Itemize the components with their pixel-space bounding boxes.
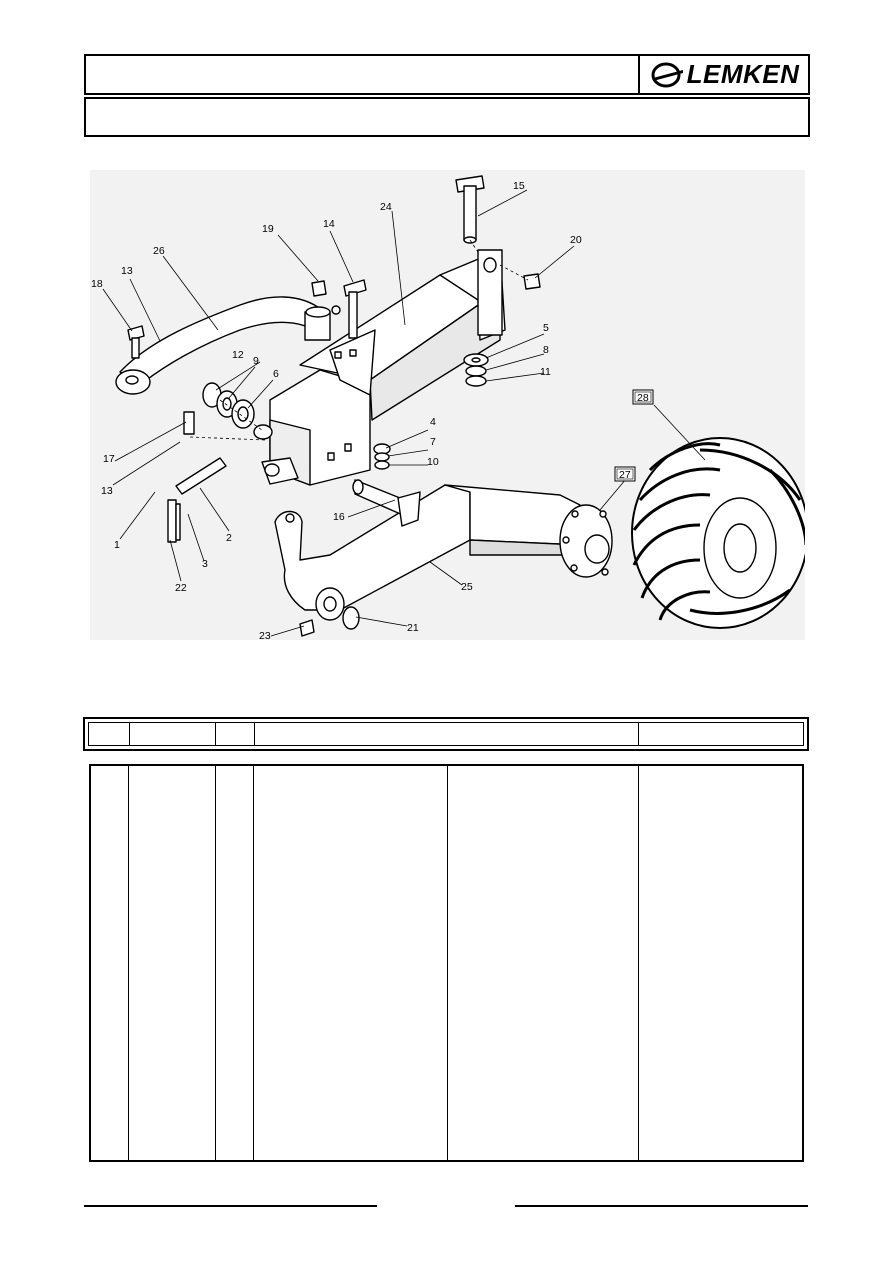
threaded-rod-2 [175, 457, 227, 495]
header-title-box [84, 54, 810, 95]
col-pos [91, 766, 129, 1160]
header-quantity [216, 723, 255, 745]
wheel-hub [559, 504, 613, 578]
svg-text:27: 27 [619, 469, 631, 481]
footer-line-right [515, 1205, 808, 1207]
callout-6: 6 [273, 368, 279, 380]
callout-1: 1 [114, 539, 120, 551]
col-description-2 [448, 766, 639, 1160]
boxed-callout-27: 27 [614, 466, 636, 482]
svg-text:28: 28 [637, 392, 649, 404]
col-part-number [129, 766, 216, 1160]
footer-line-left [84, 1205, 377, 1207]
callout-11: 11 [540, 366, 551, 378]
callout-9: 9 [253, 355, 259, 367]
main-frame-beam [299, 249, 506, 421]
callout-13: 13 [121, 265, 133, 277]
callout-26: 26 [153, 245, 165, 257]
col-description-1 [254, 766, 448, 1160]
callout-12: 12 [232, 349, 244, 361]
header-part-number [130, 723, 216, 745]
callout-18: 18 [91, 278, 103, 290]
parts-table-body [89, 764, 804, 1162]
callout-20: 20 [570, 234, 582, 246]
tyre-tread [632, 442, 805, 621]
callout-3: 3 [202, 558, 208, 570]
nut-19 [311, 280, 327, 297]
callout-5: 5 [543, 322, 549, 334]
col-remark [639, 766, 802, 1160]
callout-16: 16 [333, 511, 345, 523]
callout-25: 25 [461, 581, 473, 593]
callout-17: 17 [103, 453, 115, 465]
callout-14: 14 [323, 218, 335, 230]
tyre [631, 437, 805, 629]
callout-23: 23 [259, 630, 271, 640]
header-description [255, 723, 639, 745]
header-pos [89, 723, 130, 745]
callout-4: 4 [430, 416, 436, 428]
header-remark [639, 723, 803, 745]
callout-10: 10 [427, 456, 439, 468]
callout-15: 15 [513, 180, 525, 192]
callout-22: 22 [175, 582, 187, 594]
front-plate [253, 329, 376, 486]
callout-7: 7 [430, 436, 436, 448]
lemken-logo-icon [651, 62, 683, 87]
col-quantity [216, 766, 254, 1160]
callout-24: 24 [380, 201, 392, 213]
exploded-parts-diagram: 15 24 14 19 20 26 13 18 5 8 11 12 9 6 4 … [90, 170, 805, 640]
pin-18 [127, 325, 145, 341]
callout-2: 2 [226, 532, 232, 544]
callout-13b: 13 [101, 485, 113, 497]
swing-arm [274, 484, 586, 621]
callout-19: 19 [262, 223, 274, 235]
callout-labels: 15 24 14 19 20 26 13 18 5 8 11 12 9 6 4 … [91, 180, 582, 640]
brand-name: LEMKEN [686, 59, 800, 89]
callout-21: 21 [407, 622, 419, 634]
header-subtitle-box [84, 97, 810, 137]
boxed-callout-28: 28 [632, 389, 654, 405]
parts-table-header [83, 717, 809, 751]
brand-logo: LEMKEN [638, 56, 810, 93]
callout-8: 8 [543, 344, 549, 356]
nut-20 [523, 273, 541, 290]
drawbar-arm [115, 296, 331, 395]
